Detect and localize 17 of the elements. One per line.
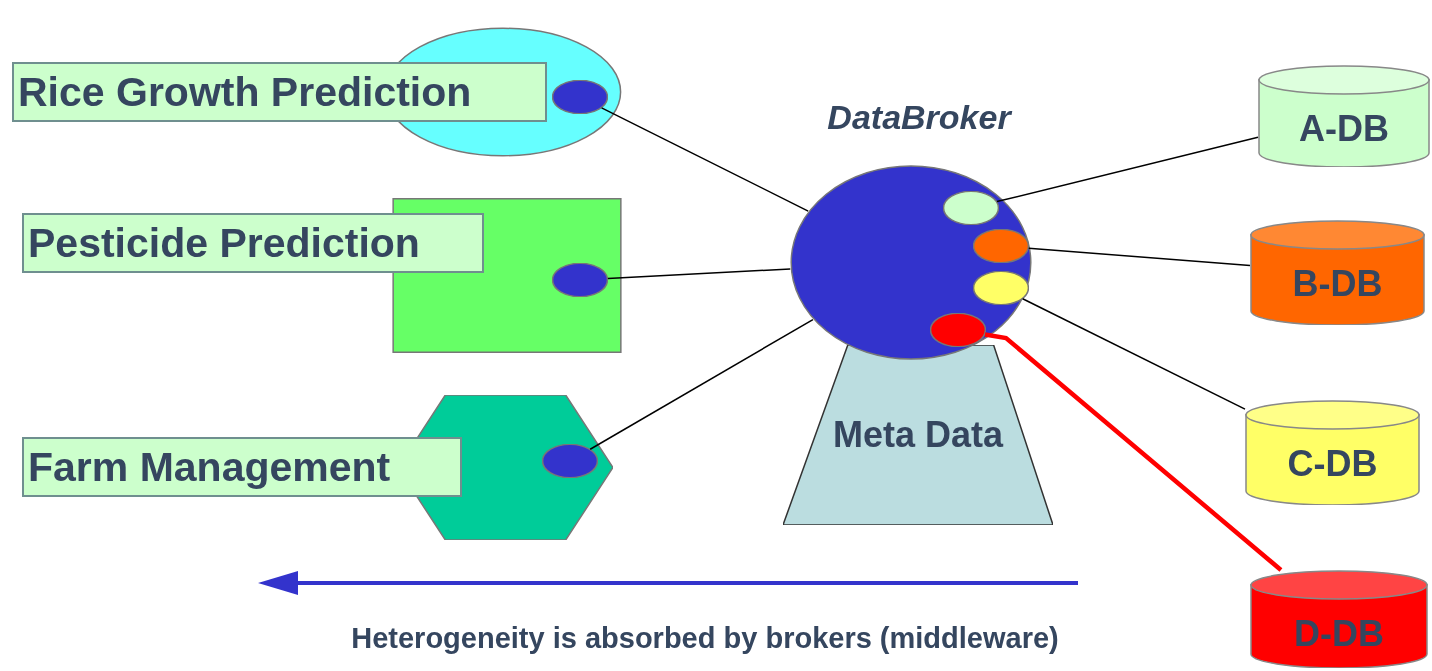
connector-line: [607, 268, 791, 280]
connector-line: [1021, 298, 1246, 410]
connector-line: [589, 318, 814, 450]
label-box: Pesticide Prediction: [22, 213, 484, 273]
database-label: B-DB: [1291, 266, 1384, 302]
node-label: Meta Data: [831, 417, 1005, 453]
broker-title: DataBroker: [826, 100, 1014, 134]
label-box: Farm Management: [22, 437, 462, 497]
connector-line: [1028, 247, 1251, 267]
caption: Heterogeneity is absorbed by brokers (middleware): [350, 624, 1060, 653]
database-label: A-DB: [1298, 111, 1390, 147]
database-label: D-DB: [1293, 616, 1385, 652]
database-label: C-DB: [1286, 446, 1379, 482]
connector-line: [996, 136, 1259, 203]
connector-line: [600, 107, 809, 212]
label-box: Rice Growth Prediction: [12, 62, 547, 122]
connector-line: [984, 332, 1283, 572]
